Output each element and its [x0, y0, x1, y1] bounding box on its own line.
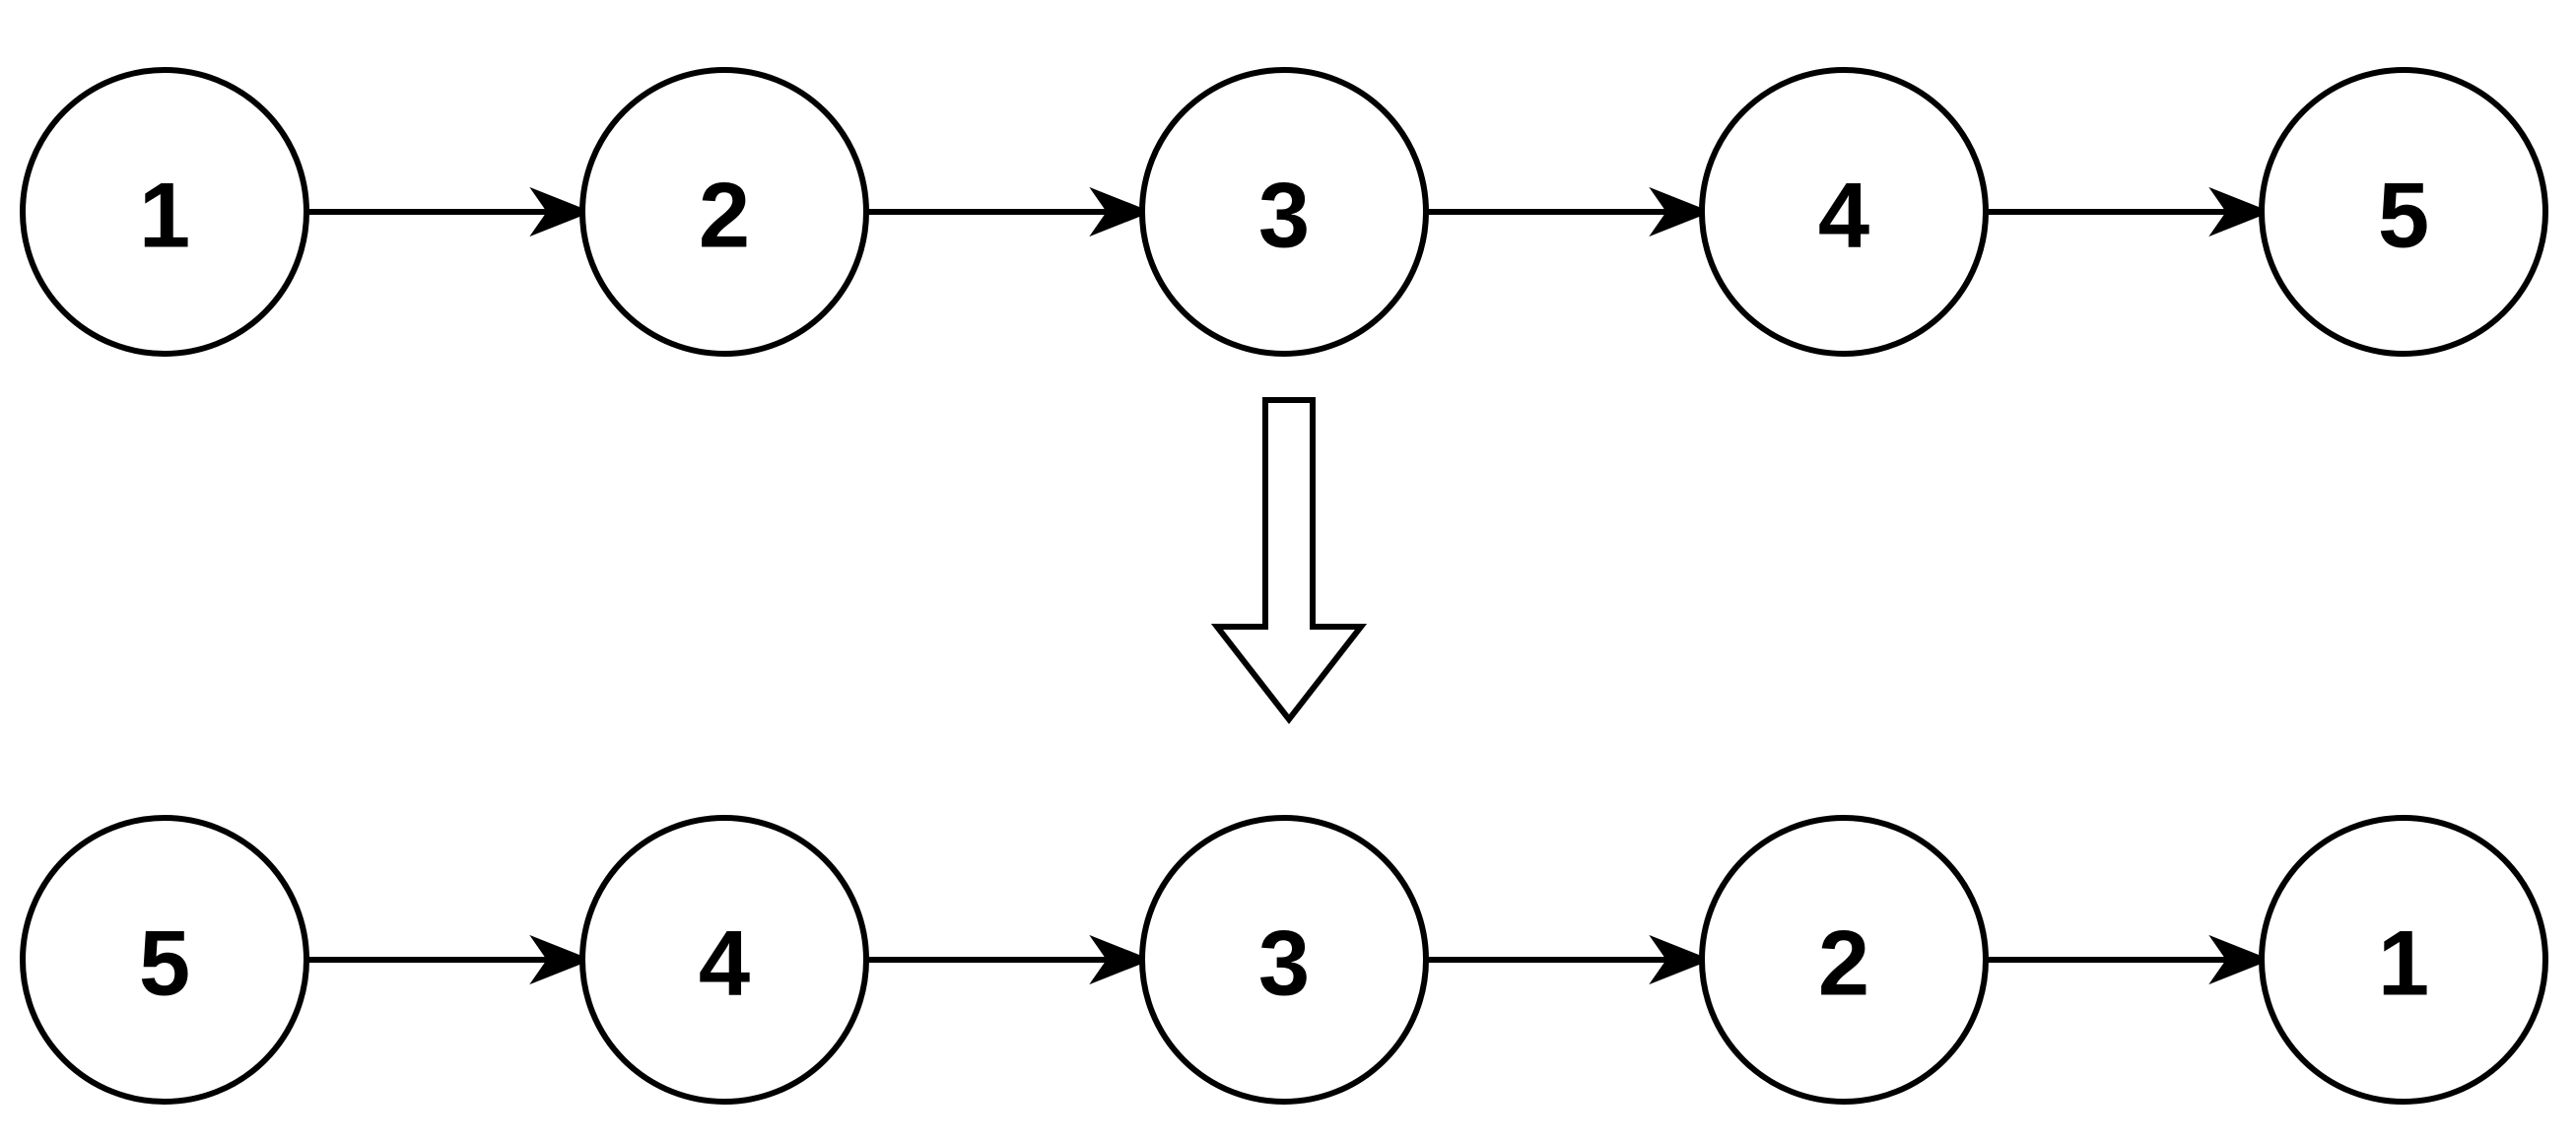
list-link [867, 186, 1152, 237]
list-link [1427, 186, 1712, 237]
list-link [1987, 934, 2271, 985]
list-link [867, 934, 1152, 985]
list-node: 2 [579, 67, 869, 357]
list-link [307, 186, 592, 237]
node-value: 5 [139, 911, 190, 1015]
node-value: 2 [1818, 911, 1869, 1015]
node-value: 4 [1818, 164, 1869, 267]
list-node: 1 [2259, 815, 2548, 1105]
list-node: 5 [20, 815, 309, 1105]
list-node: 2 [1699, 815, 1989, 1105]
reversed-list-row: 5 4 3 2 1 [20, 815, 2548, 1105]
original-list-row: 1 2 3 4 5 [20, 67, 2548, 357]
node-value: 1 [2378, 911, 2429, 1015]
list-node: 3 [1139, 815, 1429, 1105]
node-value: 4 [699, 911, 750, 1015]
node-value: 5 [2378, 164, 2429, 267]
list-node: 4 [1699, 67, 1989, 357]
list-node: 5 [2259, 67, 2548, 357]
list-node: 1 [20, 67, 309, 357]
node-value: 1 [139, 164, 190, 267]
node-value: 2 [699, 164, 750, 267]
list-link [1427, 934, 1712, 985]
list-node: 3 [1139, 67, 1429, 357]
hollow-down-arrow-icon [1210, 397, 1368, 724]
node-value: 3 [1258, 164, 1310, 267]
list-link [1987, 186, 2271, 237]
list-link [307, 934, 592, 985]
list-node: 4 [579, 815, 869, 1105]
node-value: 3 [1258, 911, 1310, 1015]
